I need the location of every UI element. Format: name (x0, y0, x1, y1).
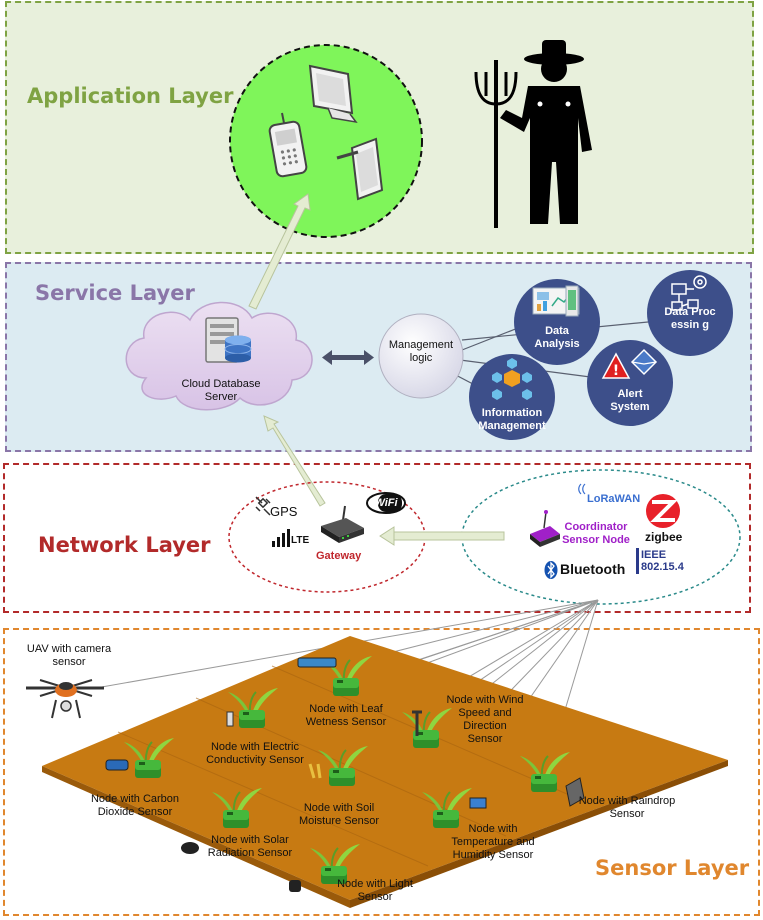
analytics-dashboard-icon (532, 285, 580, 317)
solar-radiation-label: Node with Solar Radiation Sensor (207, 834, 293, 859)
data-processing-label: Data Processin g (664, 306, 716, 331)
lte-label: LTE (291, 535, 310, 546)
lorawan-signal-icon (578, 483, 586, 495)
module-data-processing (647, 270, 733, 356)
coordinator-label: Coordinator Sensor Node (562, 521, 630, 546)
wifi-logo-text: WiFi (374, 497, 398, 509)
hexagon-network-icon (492, 358, 532, 400)
uav-drone-icon (26, 679, 104, 719)
network-layer-title: Network Layer (38, 533, 211, 557)
raindrop-label: Node with Raindrop Sensor (578, 795, 676, 820)
information-management-label: Information Management (478, 407, 546, 432)
coordinator-zone (461, 469, 741, 605)
upload-arrow-service-to-application (248, 193, 311, 310)
data-analysis-label: Data Analysis (534, 325, 580, 350)
gateway-router-icon (321, 505, 364, 543)
farmer-icon (474, 40, 592, 228)
data-arrow-coordinator-to-gateway (379, 526, 505, 546)
soil-moisture-label: Node with Soil Moisture Sensor (298, 802, 380, 827)
alert-system-label: Alert System (610, 388, 650, 413)
zigbee-label: zigbee (645, 530, 683, 544)
gps-label: GPS (270, 504, 298, 519)
signal-bars-icon (272, 529, 290, 547)
database-server-icon (205, 317, 252, 363)
network-layer (3, 463, 751, 613)
uav-label: UAV with camera sensor (26, 643, 112, 668)
satellite-icon (255, 496, 271, 516)
sensor-devices (105, 657, 585, 892)
upload-arrow-network-to-service (263, 415, 326, 507)
farm-field (42, 636, 728, 908)
wifi-logo-icon (366, 492, 406, 514)
co2-label: Node with Carbon Dioxide Sensor (90, 793, 180, 818)
module-information-management (469, 354, 555, 440)
cloud-database-label: Cloud Database Server (181, 378, 261, 403)
ieee-label: IEEE 802.15.4 (641, 549, 684, 573)
flowchart-gear-icon (671, 275, 707, 311)
light-label: Node with Light Sensor (337, 878, 413, 903)
management-logic-label: Management logic (388, 339, 454, 364)
management-logic-node (378, 313, 464, 399)
lorawan-label: LoRaWAN (587, 493, 641, 505)
svg-text:!: ! (613, 363, 619, 379)
zigbee-logo-icon (646, 494, 680, 528)
leaf-wetness-label: Node with Leaf Wetness Sensor (305, 703, 387, 728)
service-layer-title: Service Layer (35, 281, 195, 305)
warning-mail-icon: ! (601, 348, 658, 379)
desktop-monitor-icon (308, 64, 358, 124)
ieee-logo-icon (636, 548, 639, 574)
application-layer-title: Application Layer (27, 84, 234, 108)
mobile-phone-icon (268, 112, 308, 178)
bidirectional-arrow (322, 350, 374, 365)
electric-conductivity-label: Node with Electric Conductivity Sensor (206, 741, 304, 766)
bluetooth-label: Bluetooth (560, 561, 626, 577)
wind-label: Node with Wind Speed and Direction Senso… (446, 694, 524, 745)
temperature-humidity-label: Node with Temperature and Humidity Senso… (451, 823, 535, 861)
coordinator-sensor-node-icon (530, 510, 560, 547)
sensor-layer-title: Sensor Layer (595, 856, 750, 880)
gateway-label: Gateway (316, 550, 362, 562)
tablet-icon (336, 137, 384, 201)
bluetooth-logo-icon (544, 561, 558, 579)
